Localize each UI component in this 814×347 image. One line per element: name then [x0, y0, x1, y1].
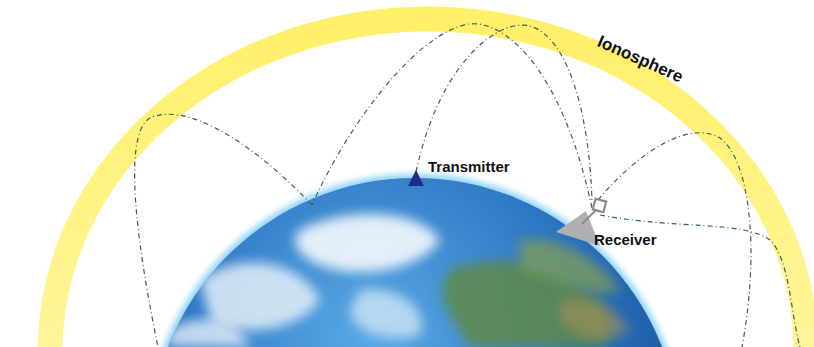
ray-paths — [135, 24, 800, 347]
receiver-label: Receiver — [594, 232, 657, 249]
earth — [150, 178, 680, 347]
transmitter-label: Transmitter — [428, 159, 510, 176]
transmitter-symbol — [408, 170, 424, 186]
region-label: Ionosphere — [594, 33, 685, 87]
earth-surface — [165, 214, 630, 347]
atmosphere-glow — [146, 174, 684, 347]
